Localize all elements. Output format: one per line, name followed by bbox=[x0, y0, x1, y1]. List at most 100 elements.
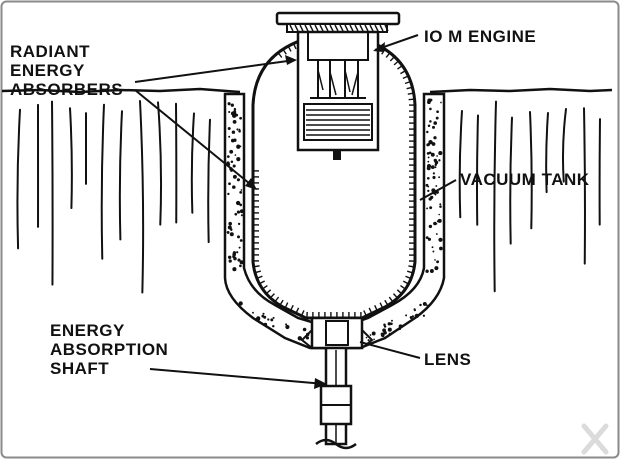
lining-speckle bbox=[267, 318, 270, 321]
lining-speckle bbox=[427, 189, 430, 193]
lining-speckle bbox=[227, 127, 231, 130]
lining-speckle bbox=[235, 113, 239, 117]
leader-absorbers-upper bbox=[134, 59, 296, 83]
lining-speckle bbox=[422, 301, 427, 306]
mount-hatch-line bbox=[374, 24, 379, 32]
lining-speckle bbox=[228, 182, 231, 186]
lining-speckle bbox=[388, 332, 391, 335]
lining-speckle bbox=[413, 309, 416, 312]
lining-speckle bbox=[233, 107, 237, 111]
lining-speckle bbox=[240, 214, 243, 217]
lining-speckle bbox=[302, 327, 307, 332]
absorber-fin bbox=[402, 75, 409, 80]
lining-speckle bbox=[387, 322, 392, 326]
ground-surface-left bbox=[1, 87, 241, 94]
absorber-fin bbox=[384, 299, 389, 306]
lining-speckle bbox=[391, 319, 393, 322]
mount-hatch-line bbox=[309, 24, 314, 32]
lining-speckle bbox=[433, 158, 437, 163]
lining-speckle bbox=[430, 152, 435, 157]
mount-hatch-line bbox=[299, 24, 304, 32]
arrowhead-absorbers-lower bbox=[245, 178, 257, 190]
lining-speckle bbox=[238, 129, 241, 133]
lining-speckle bbox=[425, 236, 429, 240]
absorber-fin bbox=[295, 307, 300, 314]
mount-hatch-line bbox=[369, 24, 374, 32]
absorber-fin bbox=[405, 275, 412, 280]
lining-speckle bbox=[427, 185, 430, 188]
lining-speckle bbox=[383, 325, 387, 328]
lining-speckle bbox=[229, 232, 234, 237]
lining-speckle bbox=[239, 239, 243, 242]
lining-speckle bbox=[237, 258, 241, 262]
lining-speckle bbox=[429, 107, 432, 111]
lining-speckle bbox=[429, 98, 433, 102]
lining-speckle bbox=[227, 102, 231, 106]
lens-flanges bbox=[300, 329, 374, 349]
lining-speckle bbox=[252, 311, 254, 314]
absorber-fin bbox=[279, 299, 284, 306]
lining-speckle bbox=[257, 318, 260, 322]
lining-speckle bbox=[429, 269, 434, 273]
lining-speckle bbox=[238, 301, 243, 306]
lining-speckle bbox=[438, 151, 443, 156]
lining-speckle bbox=[414, 313, 419, 319]
lining-speckle bbox=[436, 110, 439, 114]
mount-hatch-line bbox=[359, 24, 364, 32]
mount-hatch-line bbox=[314, 24, 319, 32]
mount-hatch-line bbox=[294, 24, 299, 32]
lining-speckle bbox=[432, 250, 435, 253]
lining-speckle bbox=[232, 111, 237, 116]
lining-speckle bbox=[240, 189, 243, 191]
lining-speckle bbox=[239, 116, 242, 120]
engine-shaft-stub bbox=[333, 150, 341, 160]
lining-speckle bbox=[239, 203, 243, 207]
lining-speckle bbox=[367, 339, 370, 342]
lining-speckle bbox=[227, 225, 232, 230]
lining-speckle bbox=[232, 164, 236, 168]
lining-speckle bbox=[437, 218, 442, 223]
arrowheads bbox=[245, 42, 385, 389]
lining-speckle bbox=[232, 267, 237, 272]
lining-speckle bbox=[230, 160, 234, 163]
absorber-fin bbox=[284, 302, 289, 309]
absorber-fin bbox=[254, 270, 261, 274]
absorber-fin bbox=[258, 280, 266, 285]
lining-speckle bbox=[239, 145, 242, 148]
lining-speckle bbox=[238, 246, 241, 249]
absorber-fin bbox=[400, 285, 406, 290]
lining-speckle bbox=[270, 318, 274, 322]
lining-speckle bbox=[297, 336, 302, 341]
lining-speckle bbox=[229, 149, 234, 154]
lining-speckle bbox=[426, 130, 429, 134]
leader-shaft bbox=[149, 368, 326, 385]
lining-speckle bbox=[428, 151, 432, 155]
lining-speckle bbox=[234, 154, 237, 156]
lining-speckle bbox=[234, 212, 238, 216]
engine-assembly bbox=[275, 11, 401, 160]
mount-hatch-line bbox=[384, 24, 389, 32]
lining-speckle bbox=[365, 336, 368, 339]
lining-speckle bbox=[438, 237, 443, 242]
ground-hatch-stroke bbox=[529, 111, 533, 230]
lining-speckle bbox=[232, 185, 236, 189]
mount-hatch-line bbox=[304, 24, 309, 32]
ground-hatch-stroke bbox=[493, 100, 497, 293]
lining-speckle bbox=[236, 251, 239, 254]
arrowhead-engine bbox=[373, 42, 385, 52]
x-logo-watermark-icon bbox=[581, 423, 609, 455]
ground-hatch-stroke bbox=[476, 114, 479, 226]
lining-speckle bbox=[231, 103, 234, 106]
absorber-fin bbox=[389, 56, 396, 62]
absorber-fin bbox=[368, 307, 373, 314]
lining-speckle bbox=[427, 237, 431, 241]
ground-hatch-stroke bbox=[561, 108, 567, 183]
absorber-fin bbox=[363, 310, 368, 317]
lining-speckle bbox=[227, 155, 230, 158]
mount-hatch-line bbox=[324, 24, 329, 32]
lining-speckle bbox=[427, 160, 430, 163]
absorber-fin bbox=[397, 65, 403, 70]
lining-speckle bbox=[285, 324, 290, 330]
